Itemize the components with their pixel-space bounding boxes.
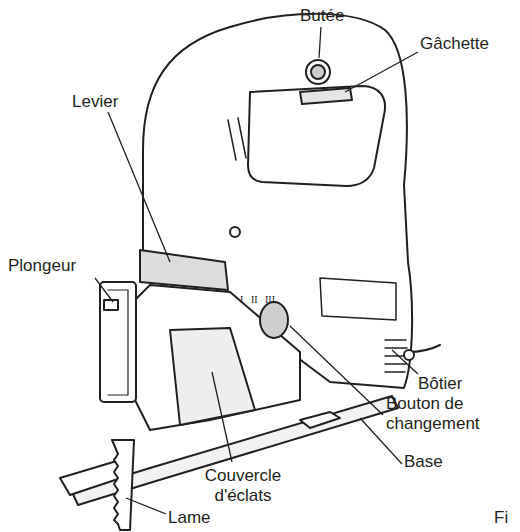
speed-mark: I: [240, 294, 250, 305]
part-label: Bôtier: [418, 374, 488, 394]
part-label: Levier: [72, 92, 142, 112]
part-label: Gâchette: [420, 34, 510, 54]
speed-mark: II: [251, 294, 265, 305]
speed-mark: III: [265, 294, 283, 305]
part-label: Base: [404, 452, 464, 472]
part-label: Butée: [300, 6, 360, 26]
part-label: Couvercle d'éclats: [188, 466, 298, 506]
figure-label: Fi: [494, 508, 516, 528]
part-label: Plongeur: [8, 256, 98, 276]
part-label: Lame: [168, 508, 228, 528]
part-label: Bouton de changement: [386, 394, 496, 434]
